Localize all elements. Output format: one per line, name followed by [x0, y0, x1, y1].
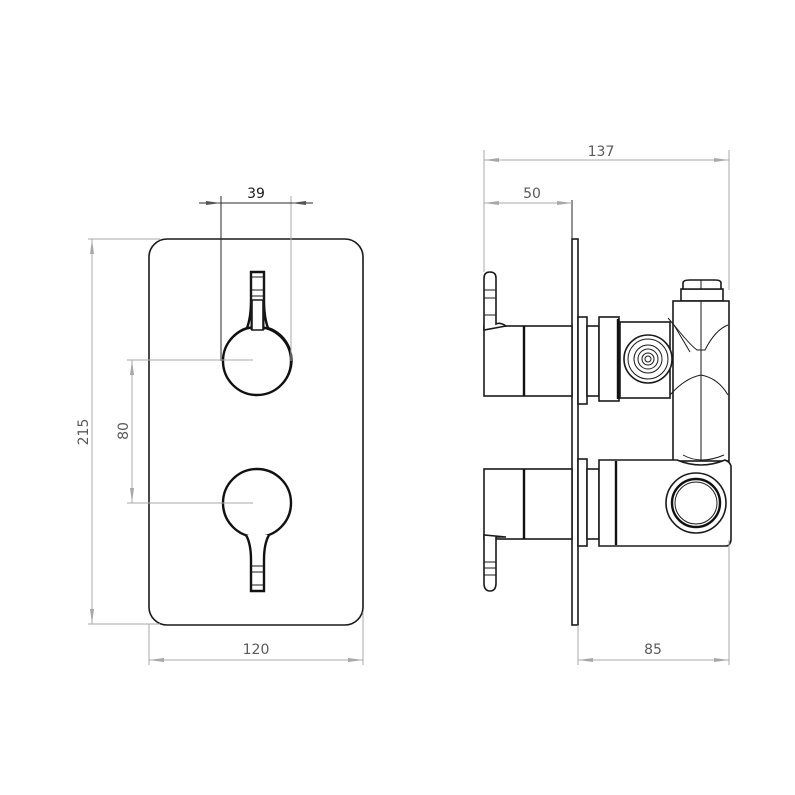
lower-handle-side: [483, 468, 573, 592]
dim-plate-height: 215: [76, 238, 160, 625]
upper-cartridge: [577, 316, 673, 405]
dim-plate-width: 120: [148, 612, 364, 665]
dim-overall-depth: 137: [483, 144, 730, 290]
dim-label-215: 215: [76, 419, 92, 446]
dim-body-depth: 85: [577, 540, 730, 665]
lower-valve-body: [577, 458, 732, 547]
dim-label-137: 137: [588, 144, 615, 160]
side-plate: [571, 238, 579, 626]
dim-label-50: 50: [523, 186, 541, 202]
top-handle-knob: [221, 325, 293, 397]
cover-plate: [148, 238, 364, 626]
upper-outlet-port: [623, 334, 673, 384]
dim-handle-width: 39: [199, 186, 313, 361]
dim-label-120: 120: [243, 642, 270, 658]
dim-projection: 50: [484, 186, 573, 239]
dim-label-85: 85: [644, 642, 662, 658]
dim-label-39: 39: [247, 186, 265, 202]
riser-body: [667, 279, 730, 462]
dim-handle-spacing: 80: [116, 359, 253, 504]
dim-label-80: 80: [116, 422, 132, 440]
front-view: 39 215 80 120: [76, 186, 364, 665]
upper-handle-side: [483, 271, 573, 397]
side-view: 137 50 85: [483, 144, 732, 665]
